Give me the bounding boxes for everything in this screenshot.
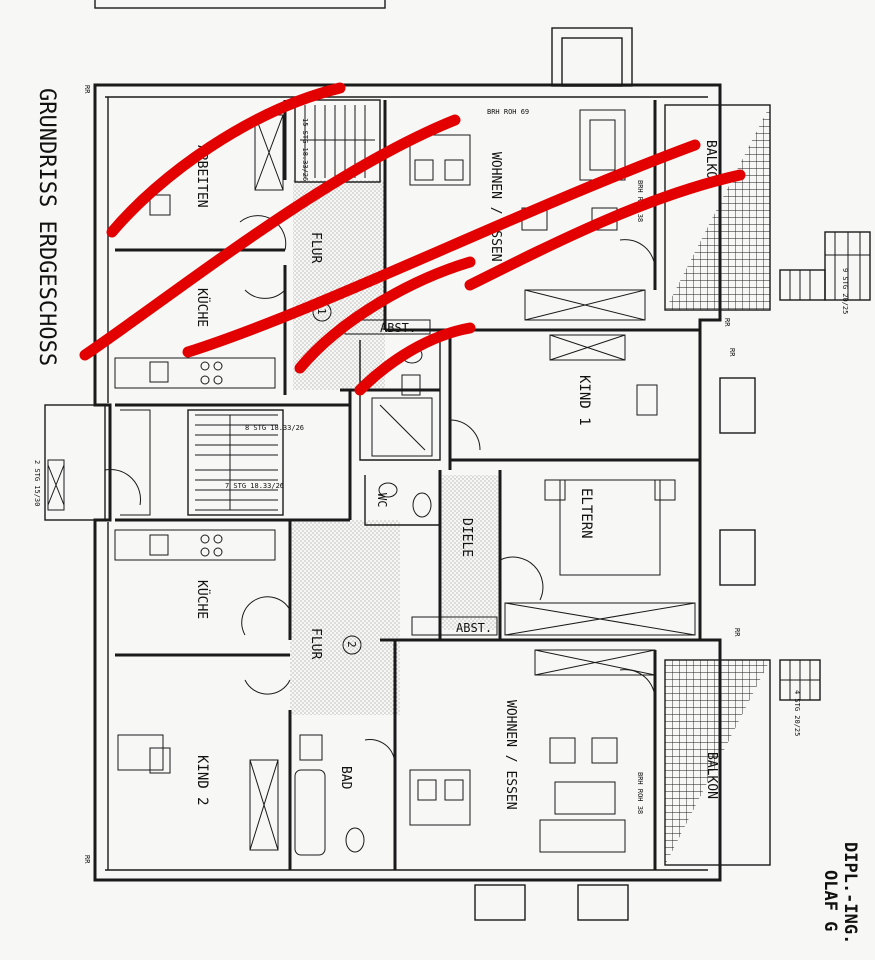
red-stroke xyxy=(79,114,461,361)
architect-label: DIPL.-ING. xyxy=(840,842,860,944)
flur-bottom-number: 2 xyxy=(345,641,358,648)
flur-bottom-marker xyxy=(342,635,362,655)
room-label-kueche-bottom: KÜCHE xyxy=(194,580,211,619)
balcony-stairs-bottom xyxy=(779,659,821,701)
room-label-diele: DIELE xyxy=(459,518,474,557)
rr-label: RR xyxy=(83,855,91,864)
kind2-furniture xyxy=(117,734,279,851)
stairs-mid1-annotation: 8 STG 18.33/26 xyxy=(245,424,304,432)
room-label-flur-bottom: FLUR xyxy=(308,628,323,659)
room-label-flur-top: FLUR xyxy=(308,232,323,263)
arbeiten-furniture xyxy=(149,114,284,216)
room-label-kind1: KIND 1 xyxy=(576,375,592,426)
room-label-abst-top: ABST. xyxy=(380,321,416,335)
room-label-wc: WC xyxy=(375,493,389,507)
flur-bottom-zone xyxy=(290,520,400,715)
red-stroke xyxy=(464,169,746,291)
room-label-kueche-top: KÜCHE xyxy=(194,288,211,327)
room-label-wohnen-top: WOHNEN / ESSEN xyxy=(488,152,503,262)
red-stroke xyxy=(182,139,701,358)
kitchen-top-counter xyxy=(114,357,276,389)
chimney xyxy=(551,27,633,87)
stairs-balcony-top-annotation: 9 STG 20/25 xyxy=(841,268,849,314)
stair-core xyxy=(120,409,284,516)
bad-fixtures xyxy=(294,734,365,856)
abst-bottom-box xyxy=(411,616,498,636)
stairs-entry-annotation: 2 STG 15/30 xyxy=(33,460,41,506)
rr-label: RR xyxy=(728,348,736,357)
brh-top-annotation: BRH ROH 69 xyxy=(487,108,529,116)
red-stroke xyxy=(294,256,476,374)
balcony-top xyxy=(664,104,771,311)
room-label-balkon-bottom: BALKON xyxy=(704,752,719,799)
room-label-balkon-top: BALKON xyxy=(703,140,718,187)
room-label-eltern: ELTERN xyxy=(578,488,594,539)
light-wells xyxy=(474,884,629,921)
stairs-balcony-bottom-annotation: 4 STG 20/25 xyxy=(793,690,801,736)
red-stroke xyxy=(106,82,346,238)
entry-steps xyxy=(44,404,106,521)
rr-label: RR xyxy=(733,628,741,637)
stair-top xyxy=(294,99,381,183)
room-label-wohnen-bottom: WOHNEN / ESSEN xyxy=(503,700,518,810)
outer-walls xyxy=(93,83,722,882)
stairs-top-annotation: 15 STG 18.33/26 xyxy=(301,118,309,181)
red-marker-strokes xyxy=(79,82,746,396)
flur-top-number: 1 xyxy=(315,308,328,315)
diele-zone xyxy=(440,475,502,630)
balcony-stairs-top xyxy=(779,231,871,301)
kitchen-bottom-counter xyxy=(114,529,276,561)
living-bottom-furniture xyxy=(409,649,656,853)
red-stroke xyxy=(354,322,476,396)
drawing-title: GRUNDRISS ERDGESCHOSS xyxy=(34,88,59,366)
eltern-furniture xyxy=(504,479,756,636)
room-label-abst-bottom: ABST. xyxy=(456,621,492,635)
brh-bottom-annotation: BRH ROH 38 xyxy=(636,772,644,814)
stairs-mid2-annotation: 7 STG 18.33/26 xyxy=(225,482,284,490)
room-label-kind2: KIND 2 xyxy=(194,755,210,806)
architect-name: OLAF G xyxy=(820,870,840,931)
rr-label: RR xyxy=(83,85,91,94)
rr-label: RR xyxy=(723,318,731,327)
wc-fixtures xyxy=(378,482,432,518)
balcony-bottom xyxy=(664,659,771,866)
room-label-bad: BAD xyxy=(338,766,353,790)
kind1-furniture xyxy=(549,334,756,434)
sheet-edge-box xyxy=(94,0,386,9)
